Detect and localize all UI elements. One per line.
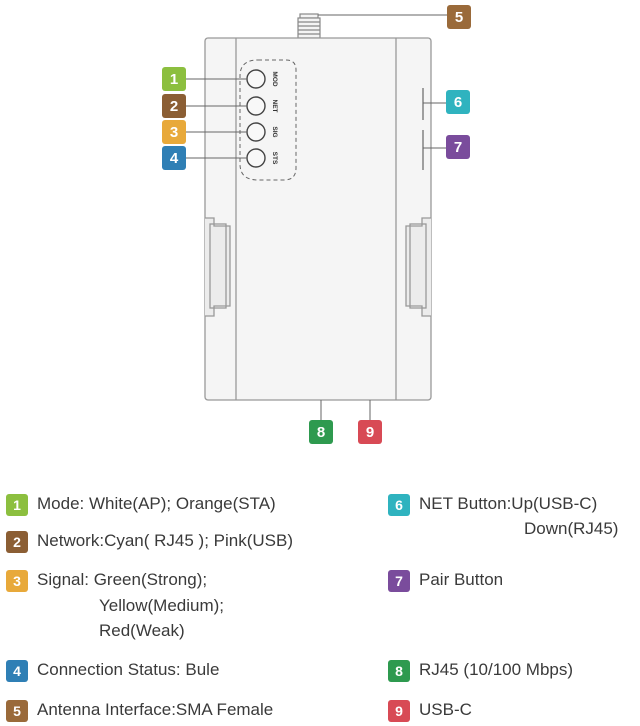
legend-pair-button-text: Pair Button bbox=[419, 570, 504, 589]
led-panel-outline bbox=[239, 59, 297, 181]
led-label-sts: STS bbox=[271, 152, 278, 165]
callout-3: 3 bbox=[162, 120, 186, 144]
legend-signal-line-2: Yellow(Medium); bbox=[99, 596, 225, 615]
legend-signal-line-3: Red(Weak) bbox=[99, 621, 185, 640]
legend-badge-4: 4 bbox=[6, 660, 28, 682]
legend-badge-8: 8 bbox=[388, 660, 410, 682]
button-leader-lines bbox=[423, 102, 446, 149]
led-sts bbox=[246, 148, 266, 168]
legend-usbc-text: USB-C bbox=[419, 700, 472, 719]
led-leader-lines bbox=[185, 78, 247, 159]
antenna-connector bbox=[297, 13, 321, 39]
legend-badge-6: 6 bbox=[388, 494, 410, 516]
callout-6: 6 bbox=[446, 90, 470, 114]
legend-badge-9: 9 bbox=[388, 700, 410, 722]
callout-5: 5 bbox=[447, 5, 471, 29]
legend-mode-text: Mode: White(AP); Orange(STA) bbox=[37, 494, 276, 513]
legend-connection-text: Connection Status: Bule bbox=[37, 660, 220, 679]
callout-8: 8 bbox=[309, 420, 333, 444]
port-leader-lines bbox=[320, 400, 371, 420]
legend-net-button-line-1: NET Button:Up(USB-C) bbox=[419, 494, 598, 513]
legend-net-button-line-2: Down(RJ45) bbox=[524, 519, 619, 538]
legend-badge-3: 3 bbox=[6, 570, 28, 592]
led-sig bbox=[246, 122, 266, 142]
legend-badge-7: 7 bbox=[388, 570, 410, 592]
callout-4: 4 bbox=[162, 146, 186, 170]
device-body bbox=[204, 37, 432, 401]
legend-badge-2: 2 bbox=[6, 531, 28, 553]
led-label-net: NET bbox=[271, 100, 278, 113]
legend-network-text: Network:Cyan( RJ45 ); Pink(USB) bbox=[37, 531, 294, 550]
callout-9: 9 bbox=[358, 420, 382, 444]
led-mod bbox=[246, 69, 266, 89]
led-label-mod: MOD bbox=[271, 71, 278, 86]
callout-2: 2 bbox=[162, 94, 186, 118]
led-indicators bbox=[246, 69, 266, 168]
callout-1: 1 bbox=[162, 67, 186, 91]
legend-rj45-text: RJ45 (10/100 Mbps) bbox=[419, 660, 574, 679]
legend-antenna-text: Antenna Interface:SMA Female bbox=[37, 700, 274, 719]
callout-7: 7 bbox=[446, 135, 470, 159]
legend-badge-1: 1 bbox=[6, 494, 28, 516]
legend-signal-line-1: Signal: Green(Strong); bbox=[37, 570, 208, 589]
legend-badge-5: 5 bbox=[6, 700, 28, 722]
led-net bbox=[246, 96, 266, 116]
led-label-sig: SIG bbox=[271, 126, 278, 137]
